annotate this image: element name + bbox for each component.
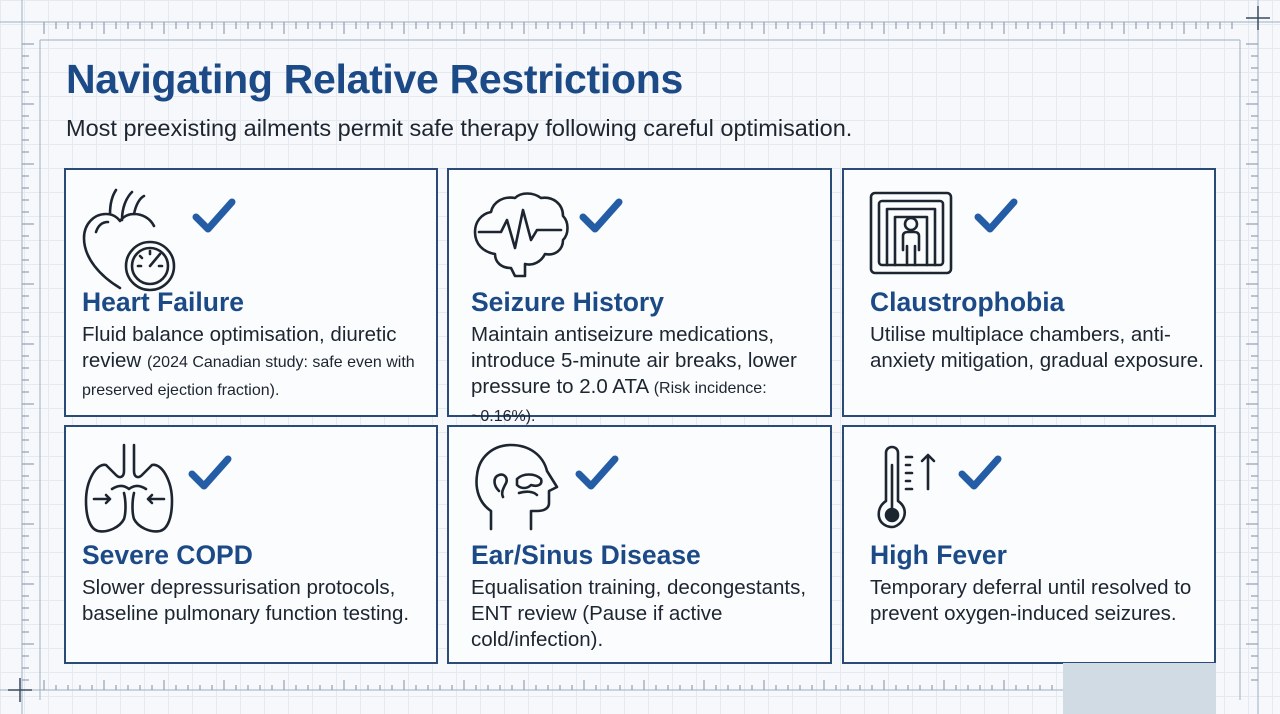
page-title: Navigating Relative Restrictions [66,56,683,102]
card-description: Fluid balance optimisation, diuretic rev… [82,322,428,404]
card-title: High Fever [870,540,1007,570]
checkmark-icon [579,198,623,233]
card-ear-sinus-disease: Ear/Sinus Disease Equalisation training,… [447,425,832,664]
card-description: Slower depressurisation protocols, basel… [82,575,428,627]
enclosed-person-icon [869,191,953,275]
card-description-note: (Risk incidence: ~0.16%). [471,380,767,425]
checkmark-icon [575,455,619,490]
card-description: Maintain antiseizure medications, introd… [471,322,822,430]
card-title: Seizure History [471,287,664,317]
card-description-main: Utilise multiplace chambers, anti-anxiet… [870,323,1204,372]
heart-gauge-icon [82,188,176,292]
card-description-main: Maintain antiseizure medications, introd… [471,323,797,398]
card-title: Severe COPD [82,540,253,570]
thermometer-rising-icon [877,445,936,529]
card-title: Ear/Sinus Disease [471,540,701,570]
page-subtitle: Most preexisting ailments permit safe th… [66,115,853,141]
card-description-main: Temporary deferral until resolved to pre… [870,576,1192,625]
checkmark-icon [192,198,236,233]
card-description: Utilise multiplace chambers, anti-anxiet… [870,322,1206,374]
card-description-note: (2024 Canadian study: safe even with pre… [82,354,415,399]
card-description-main: Equalisation training, decongestants, EN… [471,576,807,651]
card-severe-copd: Severe COPD Slower depressurisation prot… [64,425,438,664]
ear-sinus-icon [475,443,559,531]
checkmark-icon [974,198,1018,233]
card-description-main: Slower depressurisation protocols, basel… [82,576,410,625]
card-seizure-history: Seizure History Maintain antiseizure med… [447,168,832,425]
card-description-main: Fluid balance optimisation, diuretic rev… [82,323,397,372]
corner-overlay [1063,663,1216,714]
card-title: Heart Failure [82,287,245,317]
checkmark-icon [958,455,1002,490]
brain-wave-icon [473,192,569,278]
lungs-icon [84,443,174,533]
card-title: Claustrophobia [870,287,1065,317]
card-description: Temporary deferral until resolved to pre… [870,575,1206,627]
card-heart-failure: Heart Failure Fluid balance optimisation… [64,168,438,417]
card-high-fever: High Fever Temporary deferral until reso… [842,425,1216,664]
card-description: Equalisation training, decongestants, EN… [471,575,822,653]
checkmark-icon [188,455,232,490]
card-claustrophobia: Claustrophobia Utilise multiplace chambe… [842,168,1216,417]
